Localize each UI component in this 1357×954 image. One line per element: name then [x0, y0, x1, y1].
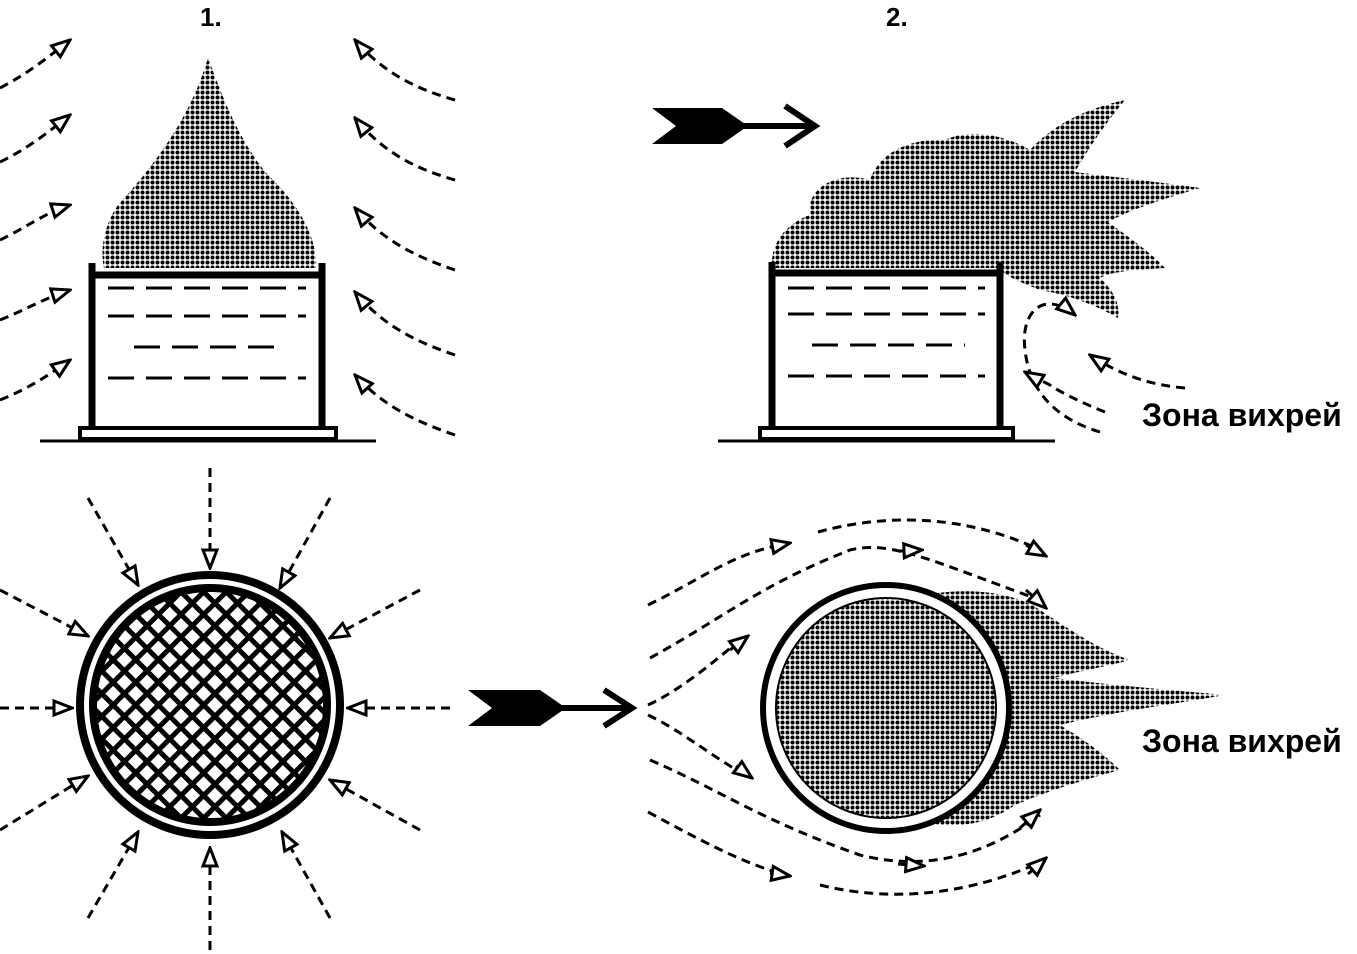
- tank-2-burning-surface: [775, 597, 997, 819]
- wind-direction-arrow-top: [652, 103, 821, 149]
- vortex-zone-label-top: Зона вихрей: [1142, 397, 1342, 433]
- vortex-zone-label-bottom: Зона вихрей: [1142, 723, 1342, 759]
- liquid-surface-dashes-2: [788, 286, 985, 378]
- liquid-surface-dashes: [108, 286, 306, 380]
- flow-streamlines: [647, 518, 1046, 896]
- panel-1-side-view: [0, 40, 456, 443]
- wind-blown-flame: [771, 100, 1200, 318]
- flow-arrowheads: [730, 543, 1046, 876]
- tank: [78, 263, 338, 441]
- tank-2: [758, 262, 1015, 441]
- tank-inner-ring: [89, 584, 331, 826]
- panel-2-plan-view: Зона вихрей: [468, 518, 1342, 896]
- inflow-streamlines-left: [0, 40, 70, 402]
- radial-inflow-arrows: [0, 468, 450, 950]
- flame-plume: [102, 58, 317, 268]
- inflow-streamlines-right: [355, 40, 456, 437]
- panel-2-label: 2.: [886, 2, 908, 32]
- panel-1-plan-view: [0, 468, 450, 950]
- panel-2-side-view: Зона вихрей: [652, 100, 1342, 443]
- wind-direction-arrow-bottom: [468, 687, 638, 729]
- panel-1-label: 1.: [200, 2, 222, 32]
- vortex-streamlines: [1024, 304, 1186, 434]
